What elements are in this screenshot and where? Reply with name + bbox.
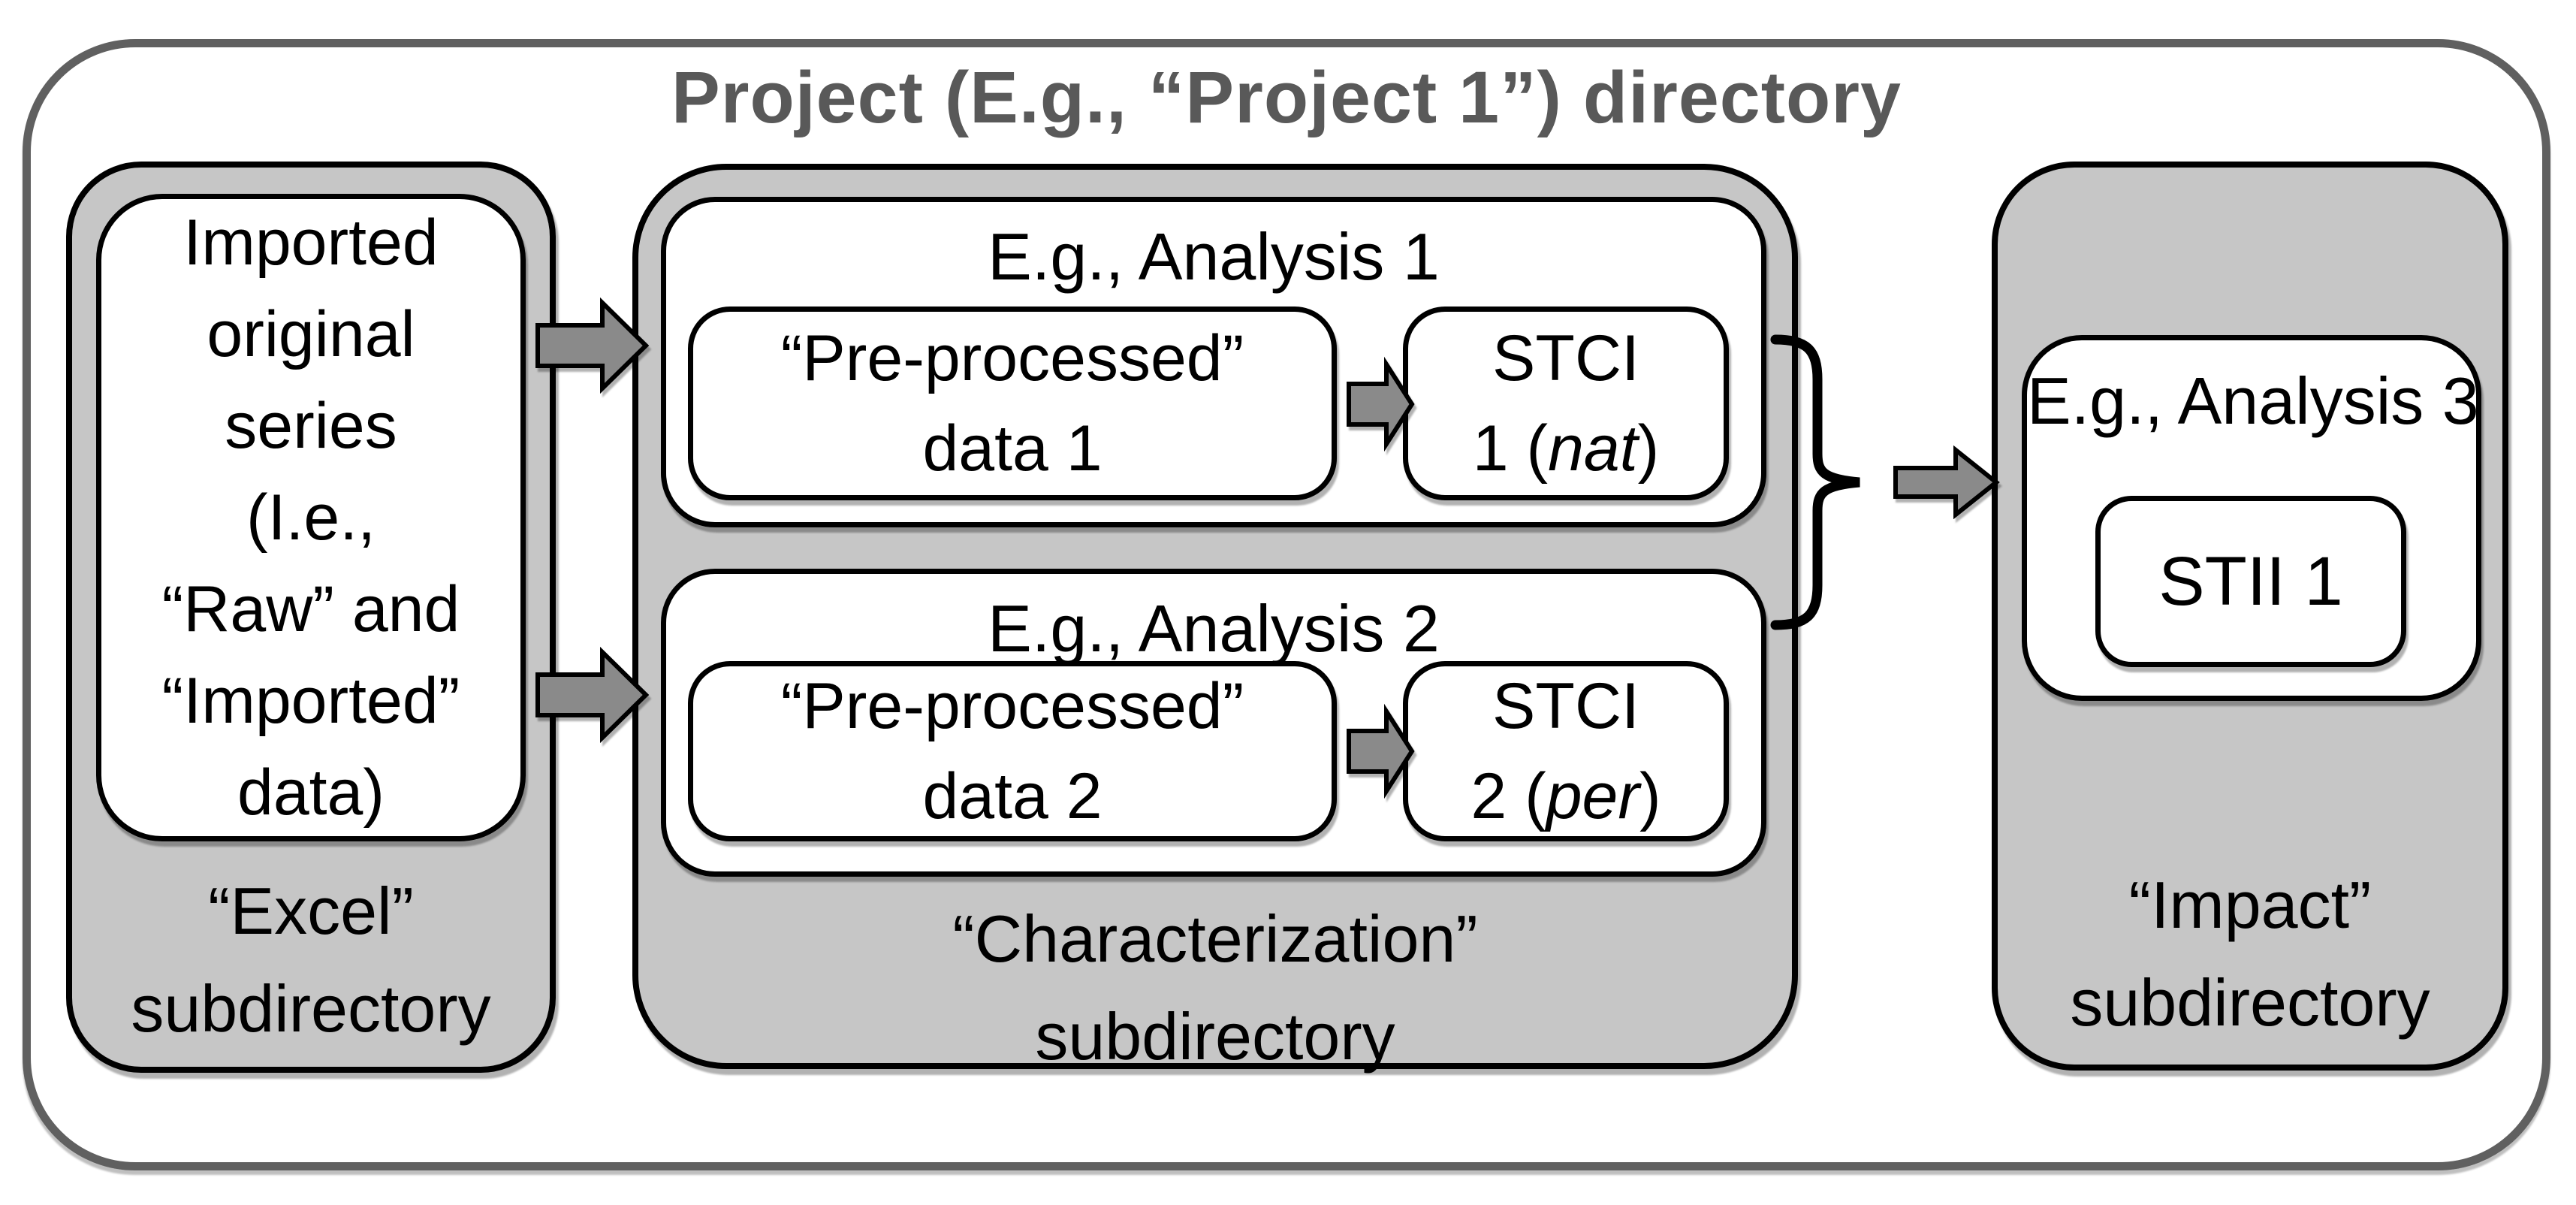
- analysis-1-title: E.g., Analysis 1: [988, 219, 1440, 294]
- stci-1-post: ): [1637, 412, 1660, 485]
- analysis-2-title: E.g., Analysis 2: [988, 591, 1440, 666]
- impact-label-line1: “Impact”: [2128, 868, 2372, 942]
- stci-1-pre: 1 (: [1472, 412, 1549, 485]
- characterization-label-line2: subdirectory: [1035, 999, 1395, 1074]
- stci-2-line2: 2 (per): [1470, 751, 1661, 841]
- stci-group-brace-icon: [1770, 334, 1860, 630]
- stci-1-line1: STCI: [1492, 322, 1639, 394]
- characterization-subdirectory-label: “Characterization” subdirectory: [632, 890, 1798, 1086]
- pre-processed-2-line2: data 2: [922, 760, 1102, 832]
- excel-to-analysis2-arrow-icon: [535, 646, 650, 744]
- pre-processed-1-line2: data 1: [922, 412, 1102, 485]
- imported-series-line: “Imported”: [161, 665, 460, 737]
- pre-processed-data-2-node: “Pre-processed” data 2: [688, 661, 1337, 841]
- pre-processed-1-line1: “Pre-processed”: [780, 322, 1244, 394]
- analysis-3-title: E.g., Analysis 3: [2027, 364, 2479, 438]
- pre-processed-data-1-node: “Pre-processed” data 1: [688, 307, 1337, 500]
- imported-series-line: Imported: [183, 207, 439, 279]
- pre-processed-2-line1: “Pre-processed”: [780, 670, 1244, 742]
- excel-subdirectory-label: “Excel” subdirectory: [66, 862, 556, 1058]
- stii-1-label: STII 1: [2158, 543, 2343, 620]
- impact-label-line2: subdirectory: [2070, 965, 2430, 1040]
- stci-2-node: STCI 2 (per): [1403, 661, 1729, 841]
- imported-series-line: original: [207, 298, 415, 370]
- stci-2-italic: per: [1546, 760, 1640, 832]
- impact-subdirectory-label: “Impact” subdirectory: [1992, 856, 2508, 1052]
- stci-2-line1: STCI: [1492, 670, 1639, 742]
- imported-series-line: series: [225, 390, 397, 462]
- project-directory-frame: [23, 39, 2550, 1170]
- stii-1-node: STII 1: [2095, 496, 2406, 667]
- preprocessed1-to-stci1-arrow-icon: [1347, 356, 1415, 452]
- excel-label-line1: “Excel”: [208, 874, 414, 948]
- preprocessed2-to-stci2-arrow-icon: [1347, 703, 1415, 799]
- stci-2-post: ): [1639, 760, 1661, 832]
- excel-to-analysis1-arrow-icon: [535, 297, 650, 394]
- imported-series-line: data): [237, 757, 385, 829]
- brace-to-analysis3-arrow-icon: [1893, 445, 2000, 520]
- imported-series-line: (I.e.,: [246, 482, 376, 554]
- stci-2-pre: 2 (: [1470, 760, 1546, 832]
- diagram-title: Project (E.g., “Project 1”) directory: [671, 56, 1902, 138]
- stci-1-italic: nat: [1548, 412, 1638, 485]
- excel-label-line2: subdirectory: [131, 971, 491, 1046]
- stci-1-node: STCI 1 (nat): [1403, 307, 1729, 500]
- stci-1-line2: 1 (nat): [1473, 403, 1660, 494]
- imported-series-line: “Raw” and: [161, 573, 460, 645]
- characterization-label-line1: “Characterization”: [952, 901, 1478, 976]
- imported-original-series-box: Imported original series (I.e., “Raw” an…: [96, 194, 526, 841]
